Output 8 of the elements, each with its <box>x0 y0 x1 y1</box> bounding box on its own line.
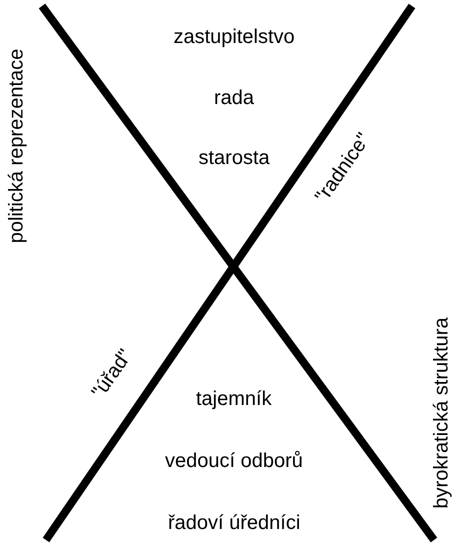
role-label: starosta <box>198 148 270 168</box>
role-label: řadoví úředníci <box>168 513 300 533</box>
role-label: rada <box>214 88 254 108</box>
side-label: politická reprezentace <box>6 48 26 244</box>
side-label: byrokratická struktura <box>431 317 452 509</box>
role-label: tajemník <box>196 389 272 409</box>
role-label: vedoucí odborů <box>165 451 303 471</box>
role-label: zastupitelstvo <box>174 27 295 47</box>
